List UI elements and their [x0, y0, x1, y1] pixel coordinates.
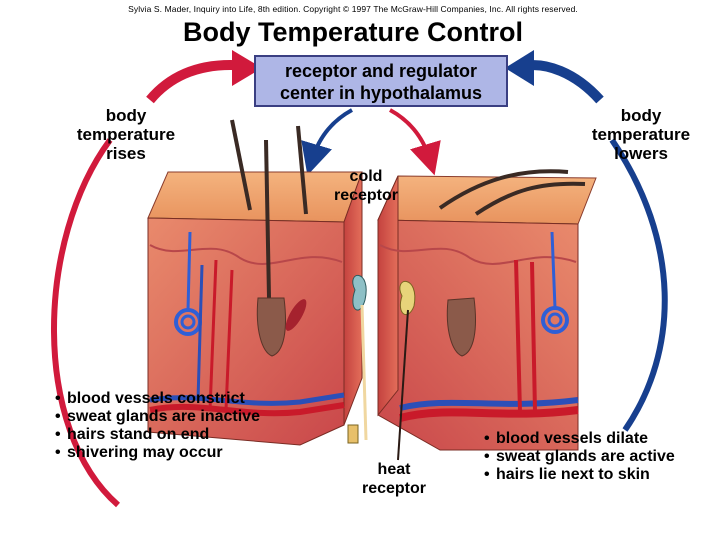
temperature-lowers-label: body temperature lowers [585, 106, 697, 163]
cold-line-1: cold [326, 167, 406, 186]
cold-receptor-label: cold receptor [326, 167, 406, 205]
lowers-line-3: lowers [585, 144, 697, 163]
cold-response-list: blood vessels constrict sweat glands are… [55, 390, 295, 462]
temperature-rises-label: body temperature rises [66, 106, 186, 163]
heat-receptor-label: heat receptor [354, 460, 434, 498]
list-item: shivering may occur [55, 444, 295, 462]
rises-line-2: temperature [66, 125, 186, 144]
list-item: sweat glands are active [484, 448, 704, 466]
signal-arrow-left [312, 110, 352, 160]
list-item: sweat glands are inactive [55, 408, 295, 426]
cold-line-2: receptor [326, 186, 406, 205]
warm-response-list: blood vessels dilate sweat glands are ac… [484, 430, 704, 484]
lowers-line-2: temperature [585, 125, 697, 144]
list-item: blood vessels constrict [55, 390, 295, 408]
rises-line-1: body [66, 106, 186, 125]
cool-loop-arrow [612, 140, 665, 430]
rises-line-3: rises [66, 144, 186, 163]
heat-line-1: heat [354, 460, 434, 479]
lowers-line-1: body [585, 106, 697, 125]
cool-top-arrow [525, 65, 600, 100]
copyright-credit: Sylvia S. Mader, Inquiry into Life, 8th … [0, 4, 706, 14]
hypothalamus-box: receptor and regulator center in hypotha… [254, 55, 508, 107]
hypothalamus-line-1: receptor and regulator [256, 60, 506, 82]
signal-arrow-right [390, 110, 430, 160]
page-title: Body Temperature Control [0, 17, 706, 48]
list-item: hairs lie next to skin [484, 466, 704, 484]
list-item: blood vessels dilate [484, 430, 704, 448]
list-item: hairs stand on end [55, 426, 295, 444]
heat-line-2: receptor [354, 479, 434, 498]
hypothalamus-line-2: center in hypothalamus [256, 82, 506, 104]
